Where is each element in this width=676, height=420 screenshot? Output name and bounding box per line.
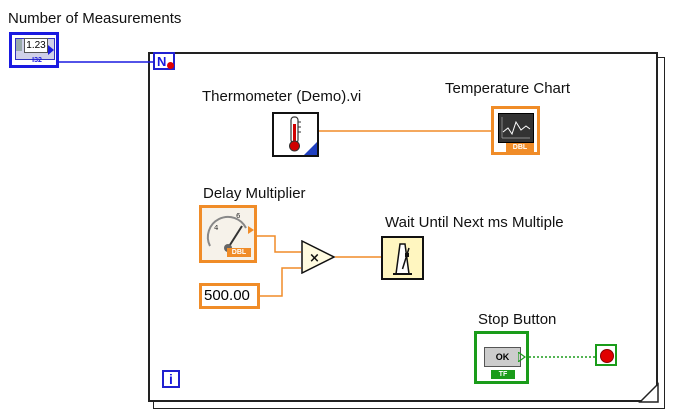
output-terminal-icon [518,352,526,362]
delay-multiplier-label: Delay Multiplier [203,185,306,202]
stop-icon [600,349,614,363]
type-badge: DBL [227,248,251,257]
wait-function[interactable] [381,236,424,280]
thermometer-subvi[interactable] [272,112,319,157]
stop-button-control[interactable]: OK TF [474,331,529,384]
temperature-chart-label: Temperature Chart [445,80,571,97]
multiply-symbol: × [309,251,320,266]
loop-count-letter: N [157,54,167,69]
iteration-terminal[interactable]: i [162,370,180,388]
multiply-icon: × [301,239,336,275]
svg-text:6: 6 [236,212,241,220]
thermometer-icon [289,116,317,155]
type-badge: DBL [506,143,534,152]
wire-constant [260,267,301,297]
increment-arrows-icon [16,39,22,51]
metronome-icon [393,243,412,275]
delay-constant[interactable]: 500.00 [199,283,260,309]
output-terminal-icon [48,45,54,55]
ok-button-face: OK [484,347,521,367]
coercion-dot-icon [167,62,174,69]
wait-label: Wait Until Next ms Multiple [385,214,564,231]
numeric-value: 1.23 [24,38,48,53]
wire-multiplier [257,235,301,253]
type-badge: I32 [32,57,42,64]
loop-count-terminal[interactable]: N [153,52,175,70]
type-badge: TF [491,370,515,379]
multiply-function[interactable]: × [301,239,336,275]
stop-condition-terminal[interactable] [595,344,617,366]
svg-text:4: 4 [214,224,219,232]
chart-icon [498,113,534,143]
thermometer-label: Thermometer (Demo).vi [202,88,362,105]
temperature-chart-indicator[interactable]: DBL [491,106,540,155]
number-of-measurements-control[interactable]: 1.23 I32 [9,32,59,68]
stop-button-label: Stop Button [478,311,557,328]
number-of-measurements-label: Number of Measurements [8,10,182,27]
delay-multiplier-control[interactable]: 4 6 DBL [199,205,257,263]
